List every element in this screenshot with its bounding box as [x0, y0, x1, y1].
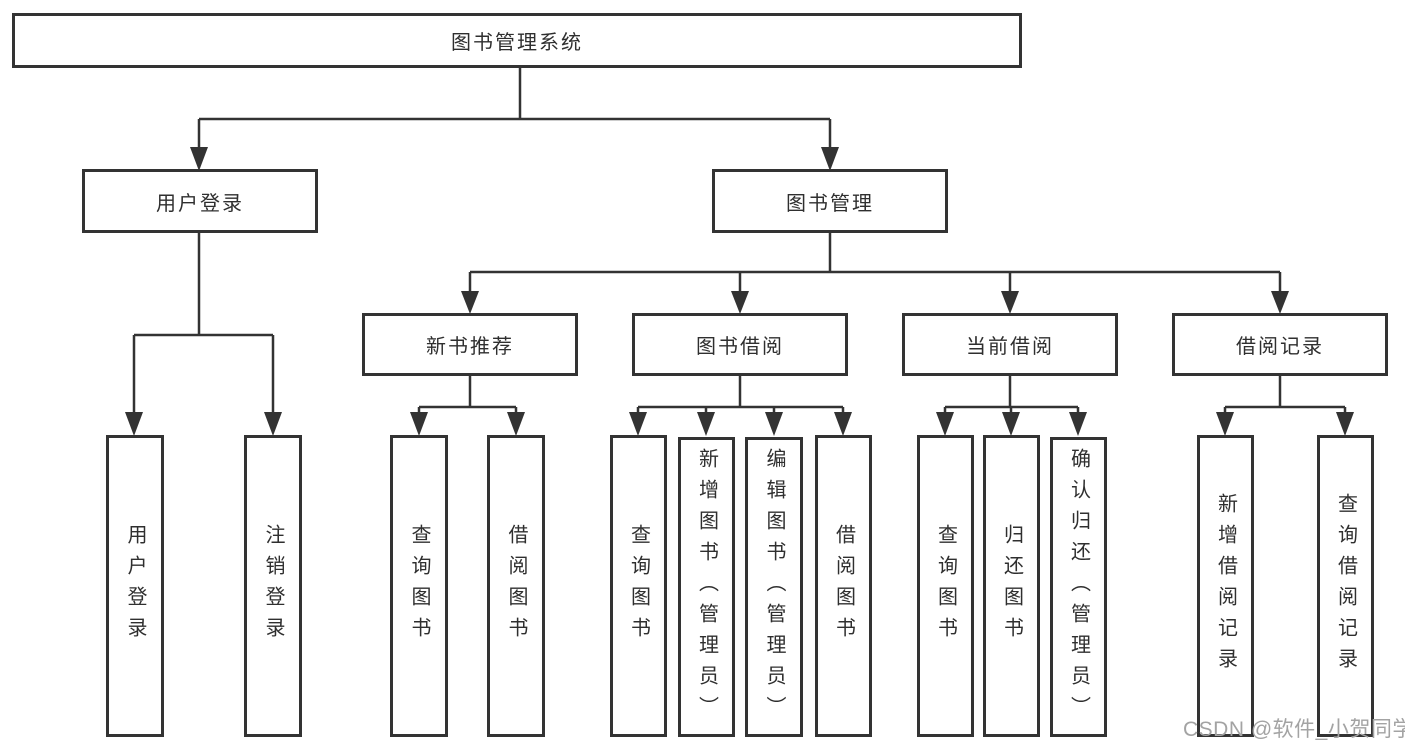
- arrow-down-icon: [821, 147, 839, 171]
- arrow-down-icon: [1069, 412, 1087, 436]
- leaf-logout: 注销登录: [244, 435, 302, 737]
- node-label: 图书管理系统: [451, 32, 583, 54]
- arrow-down-icon: [264, 412, 282, 436]
- leaf-label: 编辑图书（管理员）: [763, 447, 785, 727]
- node-current-borrow: 当前借阅: [902, 313, 1118, 376]
- leaf-label: 新增图书（管理员）: [695, 447, 718, 727]
- leaf-label: 查询图书: [627, 524, 650, 648]
- node-borrow-record: 借阅记录: [1172, 313, 1388, 376]
- arrow-down-icon: [125, 412, 143, 436]
- arrow-down-icon: [190, 147, 208, 171]
- leaf-label: 借阅图书: [832, 524, 855, 648]
- leaf-label: 新增借阅记录: [1214, 493, 1237, 679]
- node-user-login: 用户登录: [82, 169, 318, 233]
- arrow-down-icon: [629, 412, 647, 436]
- leaf-confirm-return-admin: 确认归还（管理员）: [1050, 437, 1107, 737]
- leaf-label: 查询图书: [934, 524, 957, 648]
- leaf-label: 确认归还（管理员）: [1067, 447, 1090, 727]
- arrow-down-icon: [1216, 412, 1234, 436]
- node-label: 图书管理: [786, 192, 874, 215]
- node-book-borrow: 图书借阅: [632, 313, 848, 376]
- arrow-down-icon: [765, 412, 783, 436]
- arrow-down-icon: [731, 291, 749, 314]
- leaf-add-book-admin: 新增图书（管理员）: [678, 437, 735, 737]
- leaf-query-book-recommend: 查询图书: [390, 435, 448, 737]
- leaf-label: 查询图书: [408, 524, 430, 648]
- leaf-borrow-book-recommend: 借阅图书: [487, 435, 545, 737]
- arrow-down-icon: [697, 412, 715, 436]
- arrow-down-icon: [461, 291, 479, 314]
- node-book-management: 图书管理: [712, 169, 948, 233]
- node-label: 借阅记录: [1236, 336, 1324, 358]
- leaf-label: 查询借阅记录: [1334, 493, 1357, 679]
- arrow-down-icon: [834, 412, 852, 436]
- leaf-query-borrow-record: 查询借阅记录: [1317, 435, 1374, 737]
- leaf-edit-book-admin: 编辑图书（管理员）: [745, 437, 803, 737]
- leaf-return-book: 归还图书: [983, 435, 1040, 737]
- node-label: 图书借阅: [696, 336, 784, 358]
- arrow-down-icon: [507, 412, 525, 436]
- watermark: CSDN @软件_小贺同学: [1183, 718, 1405, 741]
- node-label: 用户登录: [156, 192, 244, 215]
- node-new-book-recommend: 新书推荐: [362, 313, 578, 376]
- node-label: 当前借阅: [966, 336, 1054, 358]
- leaf-borrow-book: 借阅图书: [815, 435, 872, 737]
- arrow-down-icon: [1271, 291, 1289, 314]
- leaf-label: 注销登录: [262, 524, 284, 648]
- arrow-down-icon: [1336, 412, 1354, 436]
- node-root-system: 图书管理系统: [12, 13, 1022, 68]
- arrow-down-icon: [936, 412, 954, 436]
- leaf-add-borrow-record: 新增借阅记录: [1197, 435, 1254, 737]
- leaf-query-book-current: 查询图书: [917, 435, 974, 737]
- node-label: 新书推荐: [426, 336, 514, 358]
- leaf-label: 归还图书: [1000, 524, 1023, 648]
- leaf-user-login: 用户登录: [106, 435, 164, 737]
- arrow-down-icon: [1001, 291, 1019, 314]
- arrow-down-icon: [410, 412, 428, 436]
- leaf-label: 借阅图书: [505, 524, 527, 648]
- leaf-query-book-borrow: 查询图书: [610, 435, 667, 737]
- leaf-label: 用户登录: [124, 524, 146, 648]
- arrow-down-icon: [1002, 412, 1020, 436]
